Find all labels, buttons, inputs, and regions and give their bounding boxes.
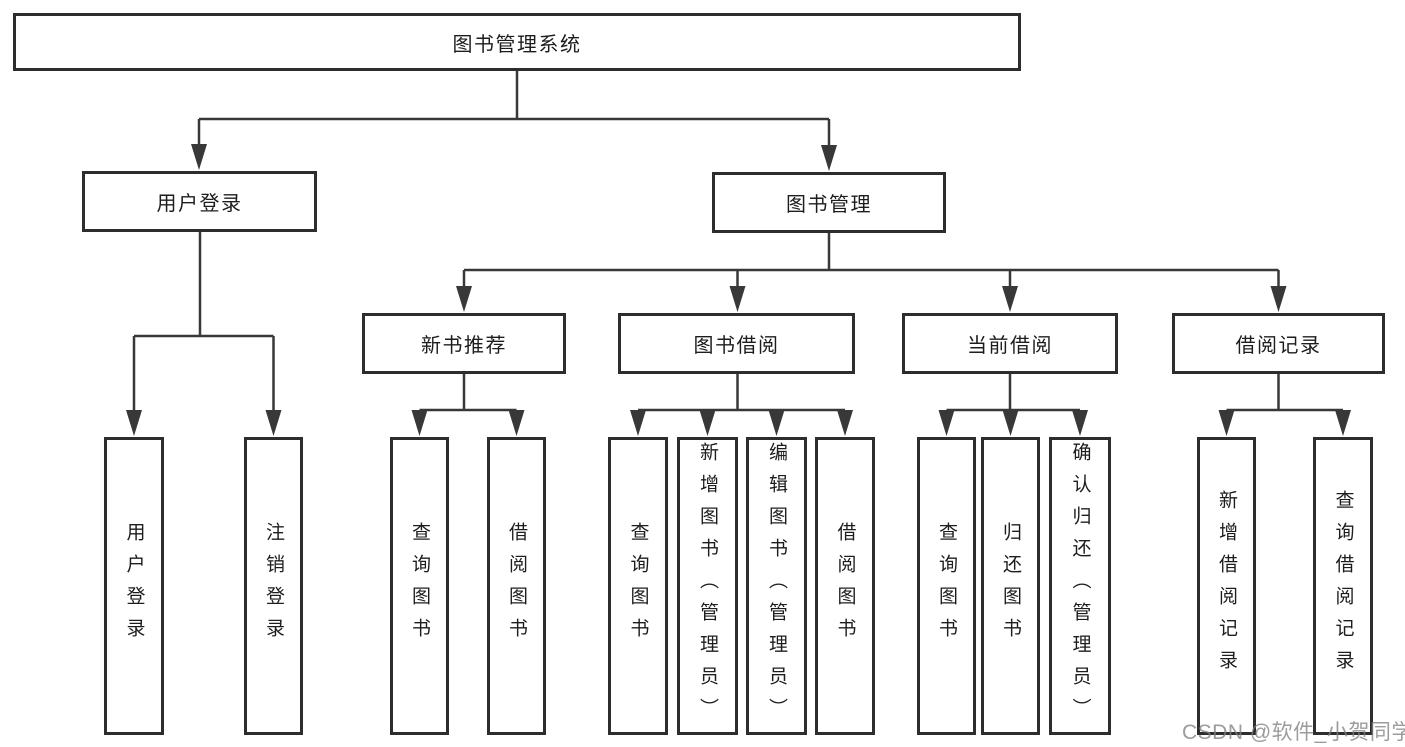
- leaf-query-book-3: 查询图书: [917, 437, 976, 735]
- node-root: 图书管理系统: [13, 13, 1021, 71]
- leaf-edit-book-admin-label: 编辑图书（管理员）: [766, 442, 787, 730]
- node-borrow-record-label: 借阅记录: [1235, 335, 1322, 357]
- leaf-query-book-1: 查询图书: [390, 437, 449, 735]
- leaf-query-borrow-record-label: 查询借阅记录: [1332, 490, 1354, 682]
- leaf-borrow-book-2-label: 借阅图书: [834, 522, 856, 650]
- node-new-book-recommend-label: 新书推荐: [421, 335, 507, 357]
- leaf-user-login-label: 用户登录: [123, 522, 145, 650]
- leaf-query-book-2-label: 查询图书: [627, 522, 649, 650]
- node-user-login-label: 用户登录: [156, 193, 243, 215]
- leaf-confirm-return-admin: 确认归还（管理员）: [1049, 437, 1111, 735]
- leaf-add-book-admin-label: 新增图书（管理员）: [697, 442, 718, 730]
- node-book-management: 图书管理: [712, 172, 946, 233]
- leaf-add-book-admin: 新增图书（管理员）: [677, 437, 738, 735]
- leaf-logout: 注销登录: [244, 437, 303, 735]
- node-book-borrow: 图书借阅: [618, 313, 855, 374]
- leaf-logout-label: 注销登录: [263, 522, 284, 650]
- node-current-borrow: 当前借阅: [902, 313, 1118, 374]
- node-root-label: 图书管理系统: [452, 33, 582, 56]
- leaf-borrow-book-1-label: 借阅图书: [506, 522, 527, 650]
- leaf-edit-book-admin: 编辑图书（管理员）: [746, 437, 807, 735]
- leaf-user-login: 用户登录: [104, 437, 164, 735]
- leaf-add-borrow-record: 新增借阅记录: [1197, 437, 1256, 735]
- node-current-borrow-label: 当前借阅: [967, 335, 1053, 357]
- leaf-borrow-book-1: 借阅图书: [487, 437, 546, 735]
- leaf-return-book-label: 归还图书: [1000, 522, 1021, 650]
- leaf-query-book-1-label: 查询图书: [409, 522, 430, 650]
- node-book-borrow-label: 图书借阅: [693, 335, 780, 357]
- leaf-query-book-3-label: 查询图书: [936, 522, 957, 650]
- leaf-return-book: 归还图书: [981, 437, 1040, 735]
- node-book-management-label: 图书管理: [786, 194, 872, 216]
- node-user-login: 用户登录: [82, 171, 317, 232]
- arrowhead-icons: [126, 144, 1351, 436]
- node-new-book-recommend: 新书推荐: [362, 313, 566, 374]
- leaf-query-book-2: 查询图书: [608, 437, 668, 735]
- leaf-query-borrow-record: 查询借阅记录: [1313, 437, 1373, 735]
- leaf-add-borrow-record-label: 新增借阅记录: [1216, 490, 1237, 682]
- leaf-borrow-book-2: 借阅图书: [815, 437, 875, 735]
- leaf-confirm-return-admin-label: 确认归还（管理员）: [1069, 442, 1091, 730]
- node-borrow-record: 借阅记录: [1172, 313, 1385, 374]
